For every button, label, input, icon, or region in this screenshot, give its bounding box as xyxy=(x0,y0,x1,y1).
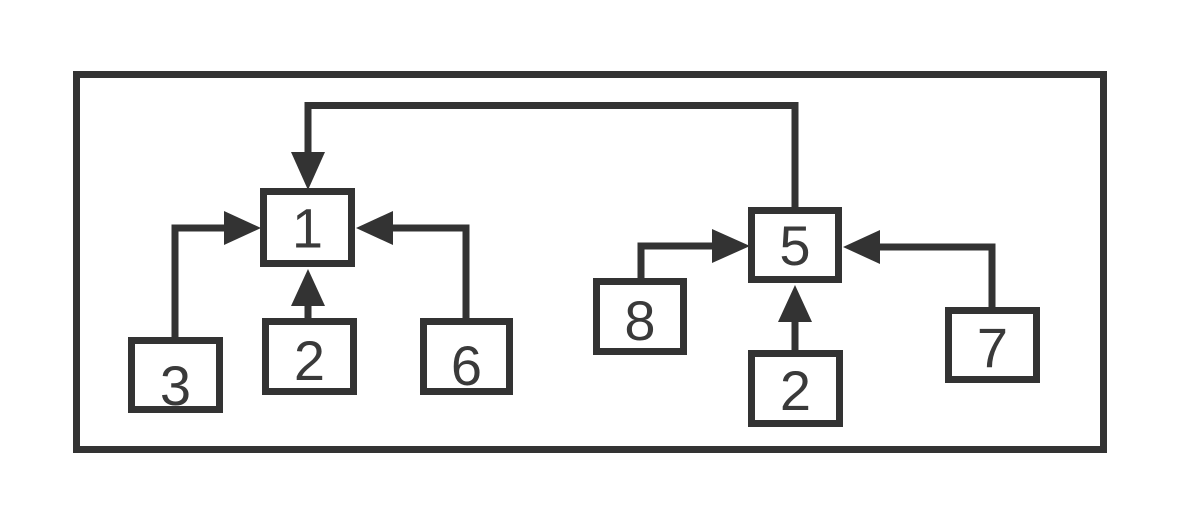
arrowhead-into-1-left xyxy=(224,211,261,245)
node-label-6: 6 xyxy=(451,334,482,397)
node-label-1: 1 xyxy=(292,197,323,260)
arrowhead-into-1-top xyxy=(291,152,325,190)
arrowhead-into-1-bottom xyxy=(291,269,325,306)
node-box-6 xyxy=(420,318,513,395)
node-label-5: 5 xyxy=(779,214,810,277)
edge-5-to-1 xyxy=(304,102,799,212)
node-box-1 xyxy=(260,188,355,267)
node-box-3 xyxy=(128,337,223,413)
node-label-7: 7 xyxy=(977,316,1008,379)
node-label-8: 8 xyxy=(624,289,655,352)
node-box-2-right xyxy=(748,350,843,427)
outer-border xyxy=(73,71,1107,453)
arrowhead-into-1-right xyxy=(356,211,393,245)
edge-3-to-1 xyxy=(171,224,228,342)
edge-8-to-5 xyxy=(637,242,714,283)
edge-6-to-1 xyxy=(390,224,470,323)
arrowhead-into-5-left xyxy=(712,229,750,263)
node-box-2-left xyxy=(262,318,357,395)
node-box-8 xyxy=(593,278,687,355)
node-box-5 xyxy=(748,207,842,283)
arrowhead-into-5-bottom xyxy=(778,285,812,322)
node-box-7 xyxy=(945,307,1040,383)
node-label-2-right: 2 xyxy=(780,359,811,422)
node-label-3: 3 xyxy=(160,354,191,417)
node-label-2-left: 2 xyxy=(294,329,325,392)
edge-7-to-5 xyxy=(876,243,996,312)
arrowhead-into-5-right xyxy=(843,230,880,264)
